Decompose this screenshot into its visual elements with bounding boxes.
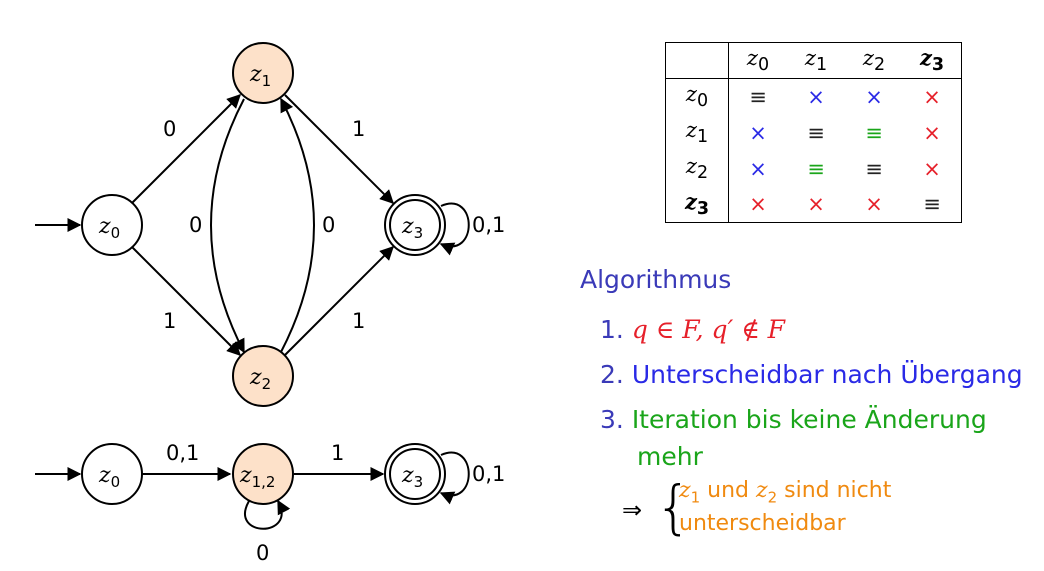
- table-cell: ≡: [807, 156, 825, 181]
- edge-z1-z2: [210, 98, 245, 354]
- col-header: z0: [728, 42, 787, 79]
- step-number: 2.: [600, 360, 624, 389]
- col-header: z3: [903, 42, 962, 79]
- table-row: z2 × ≡ ≡ ×: [665, 150, 962, 187]
- table-row: z0 ≡ × × ×: [665, 78, 962, 115]
- table-cell: ≡: [923, 192, 941, 217]
- edge-z2-z1: [280, 97, 315, 353]
- state-label: z1: [249, 62, 271, 90]
- table-cell: ×: [749, 156, 767, 181]
- row-header: z0: [665, 78, 729, 115]
- edge-label-z3-loop-bottom: 0,1: [472, 462, 505, 486]
- edge-label-z0-z1: 0: [163, 117, 176, 141]
- table-row: z1 × ≡ ≡ ×: [665, 114, 962, 151]
- edge-label-z1-z3: 1: [352, 117, 365, 141]
- edge-z3-loop-bottom: [439, 451, 470, 505]
- state-label: z2: [249, 365, 271, 393]
- edge-z2-z3: [284, 246, 394, 356]
- table-corner: [665, 42, 729, 79]
- table-cell: ×: [865, 192, 883, 217]
- table-cell: ×: [749, 192, 767, 217]
- conclusion-line-2: unterscheidbar: [679, 511, 846, 536]
- algorithm-step-3-continued: mehr: [637, 442, 703, 471]
- row-header: z2: [665, 150, 729, 187]
- row-header: z1: [665, 114, 729, 151]
- edge-label-z0-z2: 1: [163, 309, 176, 333]
- state-label: z0: [98, 463, 120, 491]
- step-text: q ∈ F, q′ ∉ F: [631, 315, 785, 344]
- table-cell: ≡: [865, 120, 883, 145]
- col-header: z2: [845, 42, 903, 79]
- table-cell: ×: [807, 84, 825, 109]
- edge-label-z1-z2: 0: [189, 213, 202, 237]
- distinguishability-table: z0 z1 z2 z3 z0 ≡ × × × z1 × ≡ ≡ × z2 × ≡…: [665, 42, 962, 223]
- curly-brace: {: [655, 473, 692, 541]
- step-text: Iteration bis keine Änderung: [631, 405, 987, 434]
- step-text: Unterscheidbar nach Übergang: [631, 360, 1023, 389]
- state-label: z0: [98, 214, 120, 242]
- state-z0-bottom: z0: [81, 443, 143, 505]
- col-header: z1: [787, 42, 845, 79]
- edge-label-z2-z3: 1: [352, 309, 365, 333]
- edge-label-z2-z1: 0: [322, 213, 335, 237]
- conclusion-line-1: z1 und z2 sind nicht: [679, 478, 892, 507]
- table-cell: ≡: [807, 120, 825, 145]
- table-cell: ≡: [749, 84, 767, 109]
- table-cell: ≡: [865, 156, 883, 181]
- table-cell: ×: [923, 120, 941, 145]
- edge-z0-z1: [131, 94, 241, 204]
- step-number: 3.: [600, 405, 624, 434]
- implies-arrow: ⇒: [622, 496, 643, 524]
- edge-label-z12-z3: 1: [331, 441, 344, 465]
- algorithm-title: Algorithmus: [580, 265, 732, 294]
- table-cell: ×: [807, 192, 825, 217]
- edge-z3-loop: [439, 202, 470, 256]
- state-z2-top: z2: [232, 345, 294, 407]
- edge-label-z3-loop: 0,1: [472, 213, 505, 237]
- state-label: z3: [401, 214, 423, 242]
- edge-z0-z2: [131, 246, 241, 356]
- edge-z12-loop: [244, 499, 291, 530]
- state-z12-bottom: z1,2: [232, 443, 294, 505]
- algorithm-step-1: 1. q ∈ F, q′ ∉ F: [600, 315, 785, 344]
- table-row: z3 × × × ≡: [665, 186, 962, 223]
- state-z3-top: z3: [384, 194, 446, 256]
- state-z1-top: z1: [232, 42, 294, 104]
- step-number: 1.: [600, 315, 624, 344]
- algorithm-step-3: 3. Iteration bis keine Änderung: [600, 405, 987, 434]
- table-cell: ×: [865, 84, 883, 109]
- table-header-row: z0 z1 z2 z3: [665, 42, 962, 79]
- state-z0-top: z0: [81, 194, 143, 256]
- table-cell: ×: [923, 156, 941, 181]
- state-label: z3: [401, 463, 423, 491]
- state-label: z1,2: [239, 463, 275, 491]
- edge-label-z0-z12: 0,1: [166, 441, 199, 465]
- state-z3-bottom: z3: [384, 443, 446, 505]
- table-cell: ×: [749, 120, 767, 145]
- edge-z1-z3: [284, 94, 394, 204]
- algorithm-step-2: 2. Unterscheidbar nach Übergang: [600, 360, 1023, 389]
- edge-label-z12-loop: 0: [256, 541, 269, 565]
- row-header: z3: [665, 186, 729, 223]
- table-cell: ×: [923, 84, 941, 109]
